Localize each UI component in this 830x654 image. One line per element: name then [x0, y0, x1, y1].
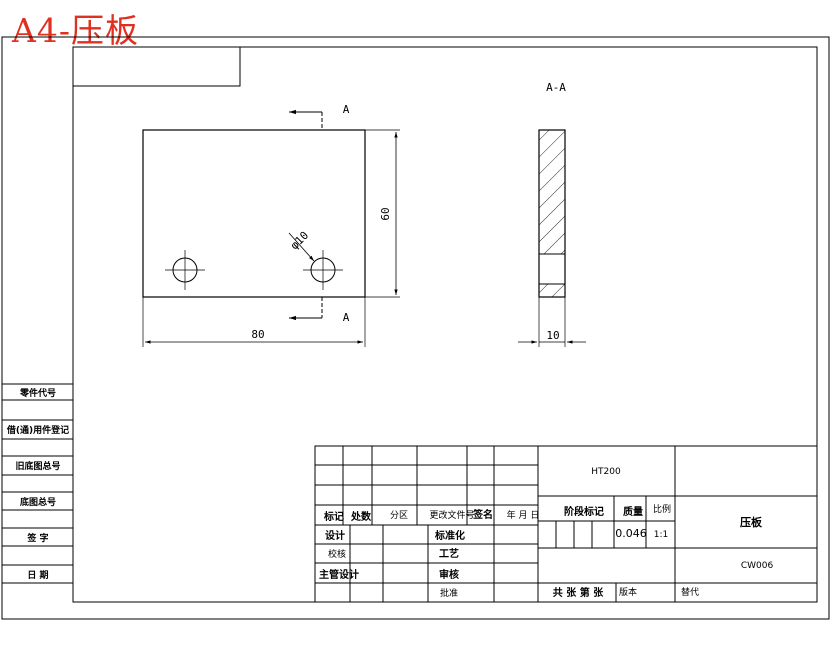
- side-strip: [2, 383, 73, 584]
- dim-width: 80: [251, 328, 264, 341]
- material: HT200: [591, 467, 621, 477]
- dim-height: 60: [379, 207, 392, 220]
- col-sign: 签名: [472, 508, 493, 521]
- label-sheets: 共 张 第 张: [553, 586, 604, 599]
- side-label-old-base: 旧底图总号: [15, 460, 60, 472]
- side-label-base: 底图总号: [20, 496, 56, 508]
- label-chief: 主管设计: [319, 568, 359, 581]
- label-process: 工艺: [439, 547, 459, 560]
- dim-thickness: 10: [546, 329, 559, 342]
- cut-mark-top: A: [343, 103, 350, 116]
- col-count: 处数: [350, 510, 372, 523]
- front-view: [142, 109, 400, 347]
- label-review: 审核: [439, 568, 459, 581]
- side-label-borrow: 借(通)用件登记: [6, 424, 69, 436]
- label-version: 版本: [619, 586, 637, 598]
- label-check: 校核: [328, 548, 346, 560]
- col-mark: 标记: [323, 510, 344, 523]
- label-weight: 质量: [623, 505, 643, 518]
- label-ratio: 比例: [653, 503, 671, 515]
- dim-hole: φ10: [288, 229, 311, 252]
- drawing-no: CW006: [741, 561, 774, 571]
- label-replace: 替代: [681, 586, 699, 598]
- ratio-value: 1:1: [654, 530, 668, 540]
- label-stage: 阶段标记: [564, 505, 604, 518]
- weight-value: 0.046: [615, 527, 647, 540]
- label-design: 设计: [325, 529, 345, 542]
- label-standardize: 标准化: [434, 529, 465, 542]
- col-date: 年 月 日: [507, 509, 540, 521]
- label-approve: 批准: [440, 587, 458, 599]
- code-box: [72, 46, 241, 87]
- side-label-sign: 签 字: [26, 532, 48, 544]
- section-label: A-A: [546, 81, 566, 94]
- col-zone: 分区: [390, 510, 408, 521]
- cut-mark-bottom: A: [343, 311, 350, 324]
- drawing-title: A4-压板: [12, 11, 139, 50]
- outer-frame: [1, 36, 830, 620]
- side-label-part-code: 零件代号: [19, 387, 56, 399]
- section-view: [518, 129, 586, 347]
- side-label-date: 日 期: [27, 569, 48, 581]
- col-change-doc: 更改文件号: [429, 509, 474, 521]
- part-name: 压板: [740, 515, 763, 529]
- title-block: [314, 445, 818, 603]
